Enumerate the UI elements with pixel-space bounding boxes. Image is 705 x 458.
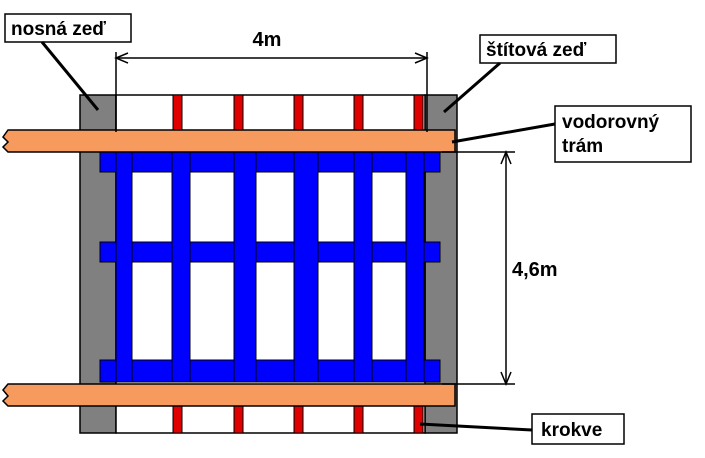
beam-label-box (554, 105, 692, 163)
beam-label-line2: trám (562, 136, 603, 157)
width-dimension (114, 52, 429, 132)
load-wall-leader (40, 41, 100, 111)
beam-label-line1: vodorovný (562, 112, 660, 133)
rafters-leader (419, 422, 533, 432)
load-wall-label: nosná zeď (11, 19, 106, 40)
rafters-top (172, 94, 424, 136)
load-wall-label-box (4, 13, 132, 43)
width-label: 4m (253, 29, 282, 51)
gable-wall-leader (443, 61, 501, 114)
rafters-bottom (172, 403, 424, 434)
rafters-label: krokve (541, 420, 602, 441)
depth-dimension (442, 150, 515, 386)
beam-top (1, 129, 456, 153)
gable-wall-label: štítová zeď (486, 40, 587, 61)
depth-label: 4,6m (512, 259, 558, 281)
beam-bottom (1, 383, 456, 407)
blue-frame (99, 149, 441, 383)
beam-leader (451, 122, 556, 144)
gable-wall-label-box (479, 34, 617, 64)
